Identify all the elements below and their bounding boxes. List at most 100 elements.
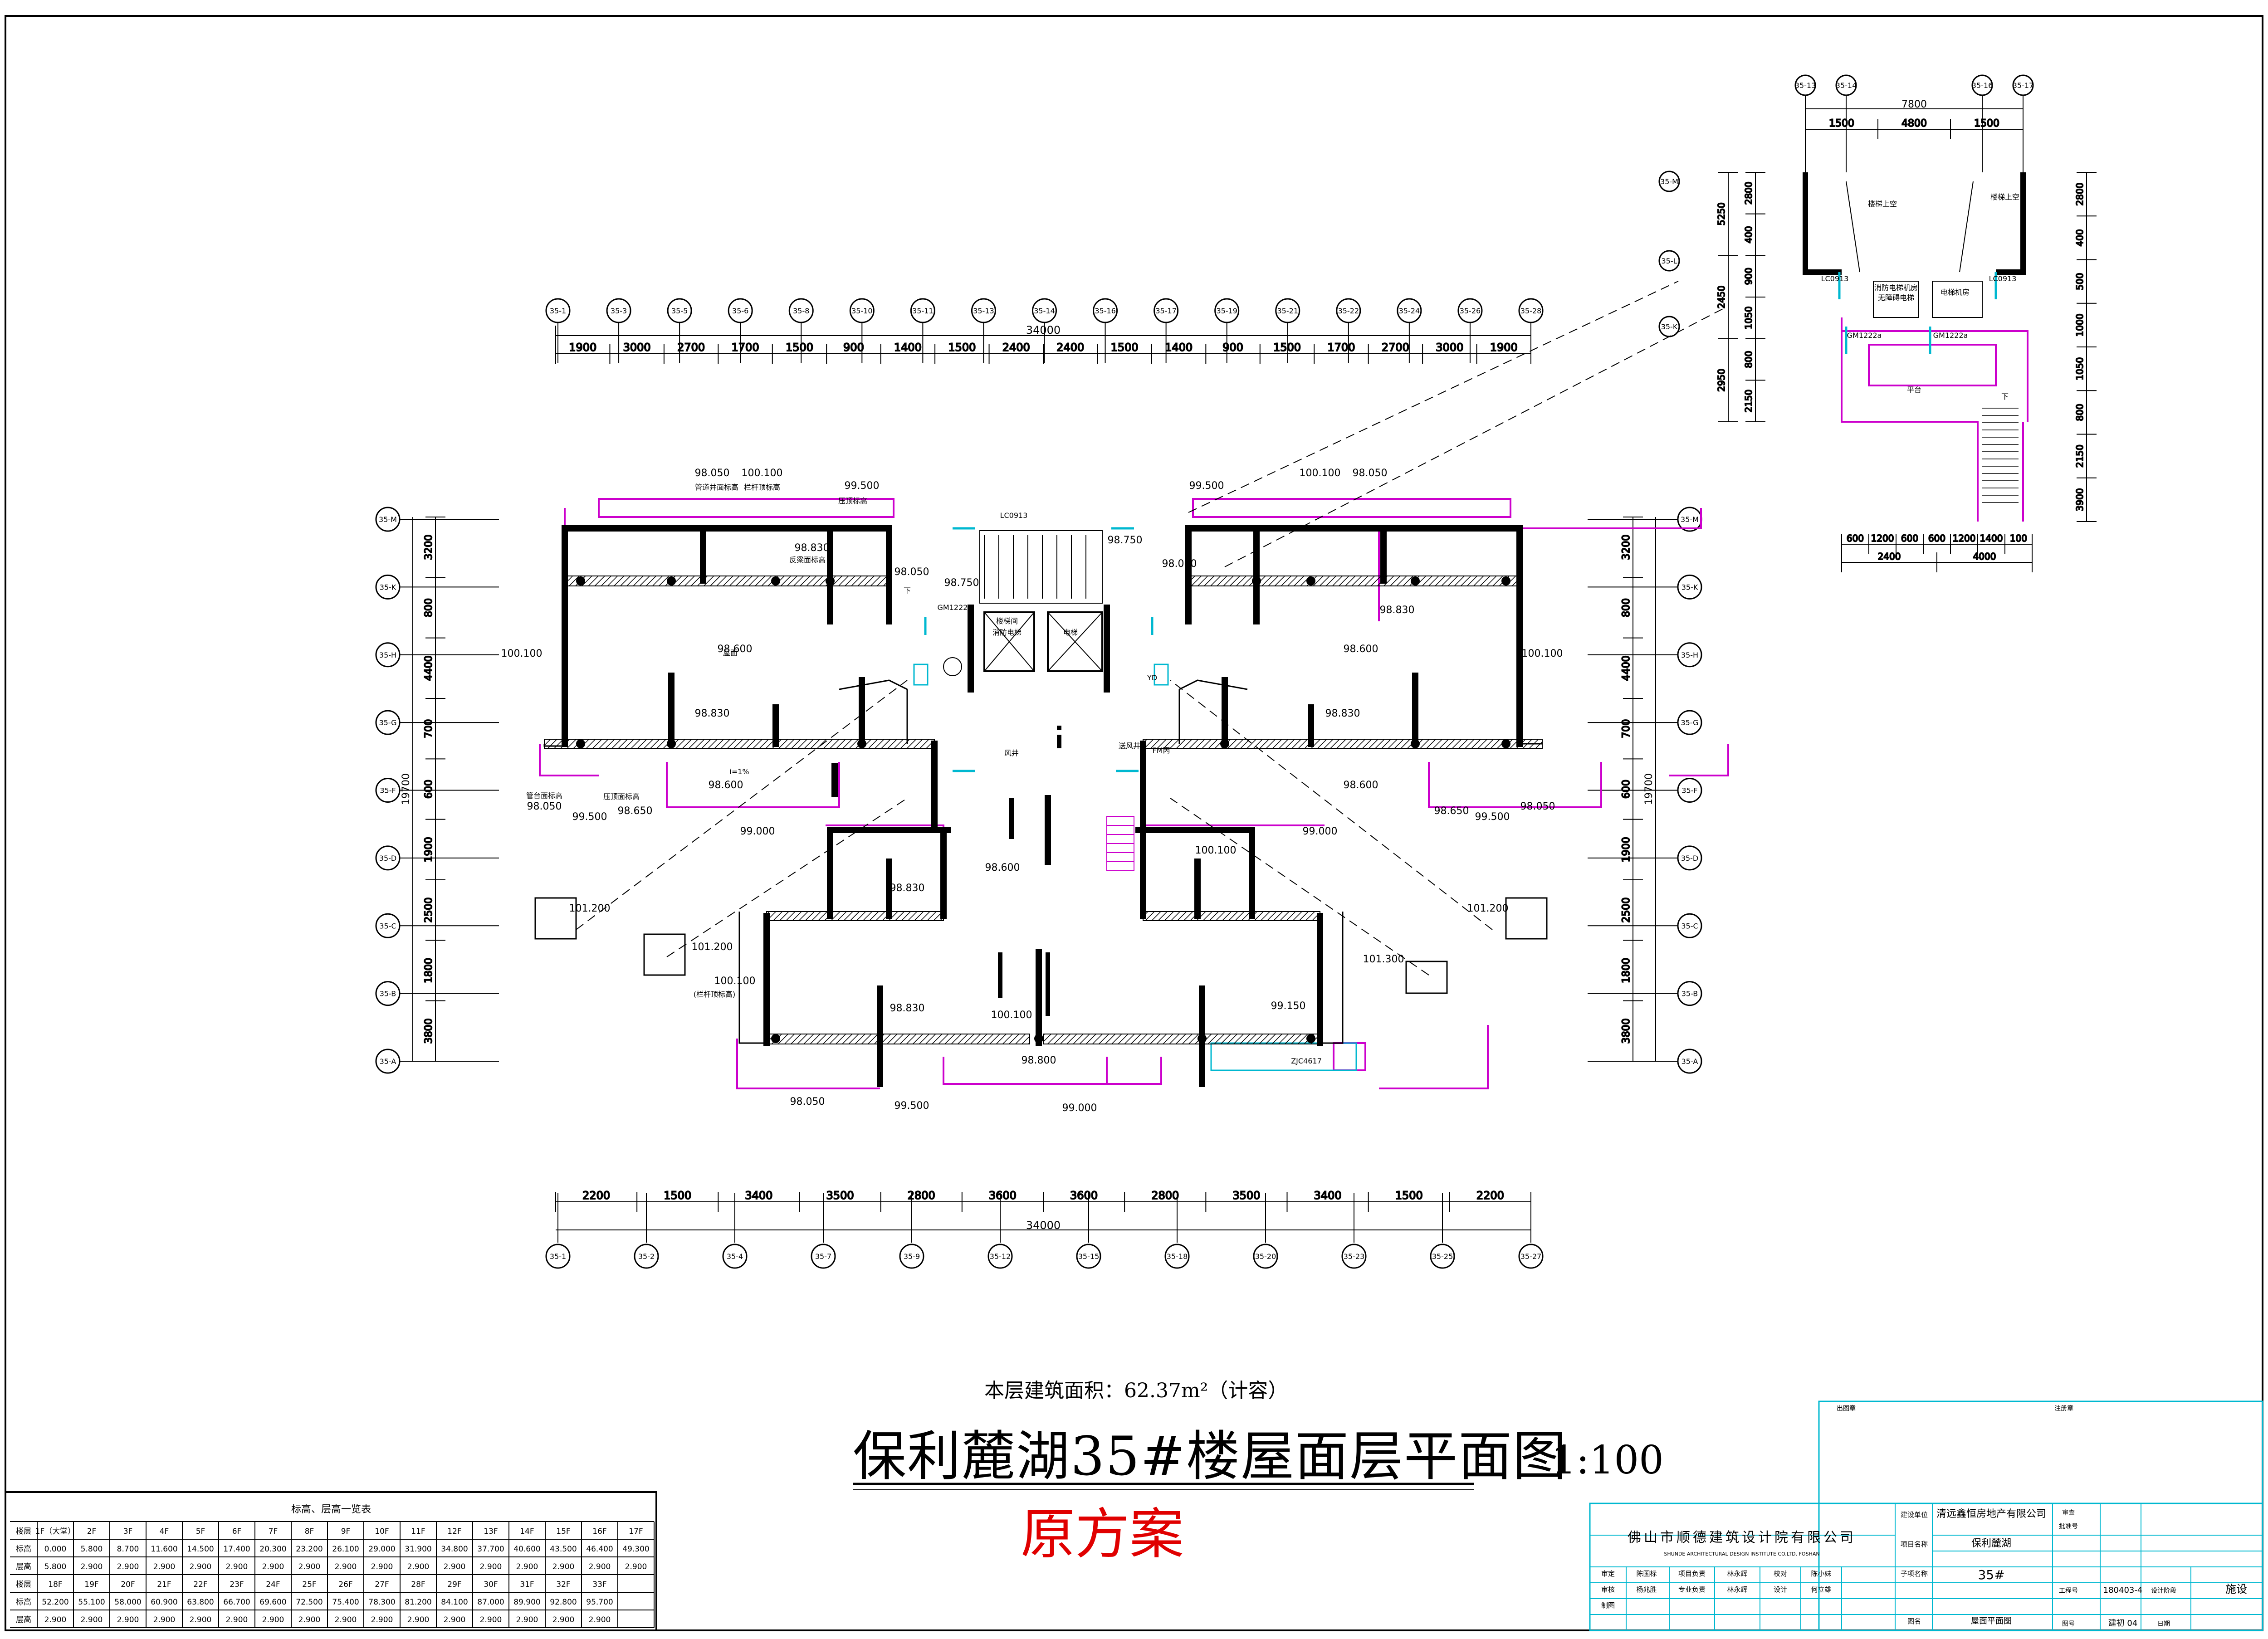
- inset-dim-total: 7800: [1901, 99, 1927, 110]
- table-row-label: 标高: [16, 1545, 31, 1554]
- plan-annotation: (栏杆顶标高): [694, 990, 736, 999]
- dim-label: 3600: [1070, 1189, 1098, 1202]
- table-cell: 11F: [411, 1527, 425, 1536]
- dim-label: 1400: [1980, 533, 2003, 544]
- dim-label: 1050: [2074, 357, 2085, 380]
- elevation-label: 98.050: [527, 801, 562, 812]
- plan-annotation: i=1%: [729, 767, 749, 776]
- table-cell: 18F: [48, 1580, 62, 1589]
- table-cell: 13F: [484, 1527, 498, 1536]
- inset-label: 电梯机房: [1941, 288, 1970, 297]
- table-cell: 5.800: [44, 1562, 67, 1571]
- dim-total-left: 19700: [401, 773, 412, 805]
- table-cell: 9F: [341, 1527, 351, 1536]
- project-label: 项目名称: [1901, 1540, 1928, 1548]
- elevation-label: 99.500: [572, 811, 607, 823]
- elevation-label: 99.500: [1475, 811, 1510, 823]
- axis-bubble: [987, 1244, 1013, 1269]
- client-name: 清远鑫恒房地产有限公司: [1936, 1508, 2046, 1520]
- title-block-label: 审查: [2062, 1509, 2075, 1517]
- dim-label: 600: [1928, 533, 1945, 544]
- axis-bubble: [2012, 74, 2034, 96]
- elevation-label: 98.050: [1353, 468, 1388, 479]
- dim-label: 3800: [423, 1018, 435, 1044]
- axis-label: 35-K: [1661, 322, 1678, 331]
- dim-label: 1500: [664, 1189, 691, 1202]
- elevation-label: 98.830: [1380, 605, 1415, 616]
- axis-bubble: [1518, 1244, 1544, 1269]
- dim-label: 3400: [745, 1189, 772, 1202]
- dim-label: 100: [2010, 533, 2027, 544]
- axis-label: 35-9: [904, 1252, 920, 1261]
- dim-label: 1700: [732, 341, 759, 354]
- axis-bubble: [910, 298, 935, 323]
- axis-label: 35-25: [1432, 1252, 1453, 1261]
- dim-total-top: 34000: [1026, 324, 1061, 337]
- elevation-label: 99.500: [845, 480, 880, 492]
- plan-annotation: 楼梯间: [996, 617, 1018, 625]
- project-name: 保利麓湖: [1971, 1538, 2011, 1549]
- table-row-label: 层高: [16, 1562, 31, 1571]
- table-cell: 31F: [520, 1580, 534, 1589]
- axis-label: 35-1: [550, 307, 566, 315]
- client-label: 建设单位: [1901, 1511, 1928, 1519]
- elevation-label: 101.200: [1467, 903, 1509, 914]
- axis-label: 35-G: [1681, 718, 1698, 727]
- dim-label: 2800: [1743, 181, 1754, 205]
- axis-label: 35-17: [1155, 307, 1177, 315]
- elevation-label: 99.500: [1189, 480, 1224, 492]
- dim-label: 1200: [1871, 533, 1894, 544]
- role-label: 审核: [1601, 1585, 1615, 1594]
- axis-label: 35-7: [815, 1252, 831, 1261]
- dim-label: 1500: [1395, 1189, 1423, 1202]
- axis-bubble: [1214, 298, 1240, 323]
- table-cell: 2.900: [552, 1562, 575, 1571]
- dim-label: 2450: [1716, 286, 1727, 309]
- table-cell: 75.400: [332, 1598, 359, 1607]
- table-cell: 11.600: [151, 1545, 177, 1554]
- axis-bubble: [1658, 171, 1680, 192]
- axis-bubble: [1430, 1244, 1455, 1269]
- inset-label: 无障碍电梯: [1878, 293, 1914, 302]
- drawing-title: 保利麓湖35#楼屋面层平面图: [853, 1425, 1568, 1488]
- table-cell: 2.900: [552, 1615, 575, 1624]
- axis-label: 35-14: [1034, 307, 1055, 315]
- plan-annotation: 管台面标高: [526, 791, 562, 800]
- axis-bubble: [1677, 710, 1702, 735]
- axis-bubble: [1164, 1244, 1190, 1269]
- job-number: 180403-4: [2103, 1585, 2143, 1595]
- axis-bubble: [971, 298, 996, 323]
- role-label: 校对: [1774, 1570, 1787, 1578]
- table-cell: 17F: [629, 1527, 643, 1536]
- axis-label: 35-A: [380, 1057, 396, 1066]
- dim-label: 900: [1222, 341, 1243, 354]
- elevation-label: 99.500: [894, 1100, 929, 1112]
- dim-label: 4800: [1901, 118, 1927, 129]
- axis-bubble: [1336, 298, 1361, 323]
- axis-label: 35-D: [1681, 854, 1698, 863]
- dim-label: 1800: [423, 958, 435, 983]
- axis-bubble: [1794, 74, 1816, 96]
- axis-bubble: [1677, 981, 1702, 1006]
- dim-label: 800: [1743, 351, 1754, 368]
- axis-bubble: [1154, 298, 1179, 323]
- dim-label: 800: [1621, 598, 1632, 617]
- table-cell: 21F: [157, 1580, 171, 1589]
- axis-label: 35-A: [1681, 1057, 1698, 1066]
- axis-bubble: [375, 574, 401, 600]
- table-cell: 89.900: [513, 1598, 540, 1607]
- table-cell: 2.900: [190, 1562, 212, 1571]
- axis-label: 35-M: [1660, 177, 1678, 186]
- table-cell: 37.700: [477, 1545, 504, 1554]
- dim-label: 3400: [1314, 1189, 1342, 1202]
- axis-label: 35-16: [1095, 307, 1116, 315]
- table-cell: 33F: [592, 1580, 606, 1589]
- title-block: [1589, 1400, 2263, 1631]
- axis-label: 35-14: [1836, 81, 1857, 90]
- table-cell: 2.900: [480, 1615, 502, 1624]
- signer-name: 陈国标: [1636, 1570, 1657, 1578]
- table-cell: 2F: [87, 1527, 97, 1536]
- axis-bubble: [1518, 298, 1544, 323]
